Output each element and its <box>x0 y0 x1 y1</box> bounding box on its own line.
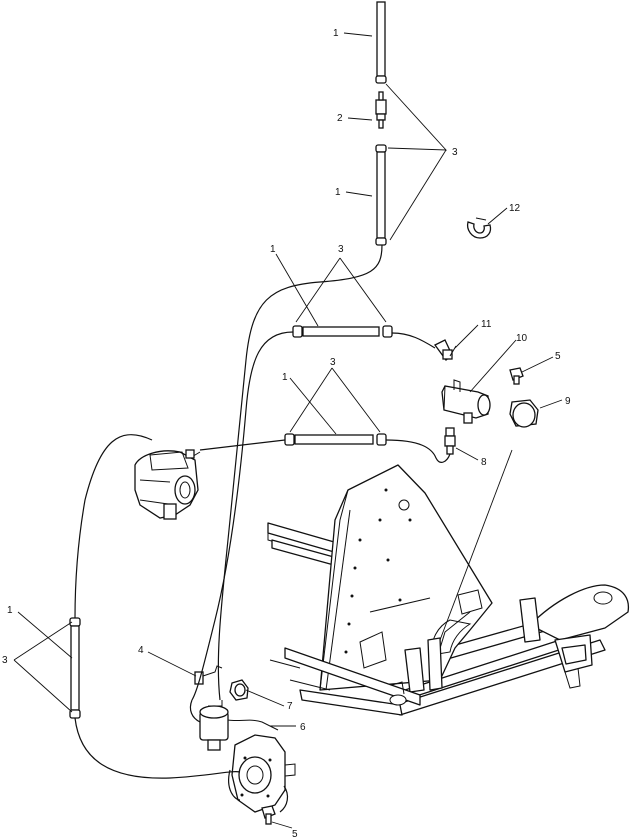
callout-11-elbow: 11 <box>481 319 492 330</box>
callout-3-top-clamps: 3 <box>452 147 458 158</box>
barb-fitting <box>444 427 456 455</box>
fuel-shutoff-6 <box>199 700 279 751</box>
hose-clamp-12 <box>466 217 492 239</box>
callout-7-bushing: 7 <box>287 701 293 712</box>
left-fuel-hose <box>69 617 81 719</box>
hose-routing <box>74 244 451 813</box>
callout-labels: 1 2 3 1 12 1 3 11 10 5 9 1 3 8 1 3 4 7 6… <box>2 28 571 839</box>
vent-hose-middle <box>376 151 386 239</box>
callout-3-upper-connector: 3 <box>338 244 344 255</box>
callout-1-top-hose: 1 <box>333 28 339 39</box>
bolt-5-lower <box>261 805 276 825</box>
bushing-7 <box>229 679 249 701</box>
callout-2-check-valve: 2 <box>337 113 343 124</box>
callout-3-left-clamps: 3 <box>2 655 8 666</box>
hose-clamp-mid <box>375 144 387 153</box>
callout-10-filter: 10 <box>516 333 528 344</box>
callout-6-shutoff: 6 <box>300 722 306 733</box>
callout-1-upper-connector: 1 <box>270 244 276 255</box>
upper-fuel-connector <box>292 325 393 338</box>
hose-clamp-top <box>375 75 387 84</box>
callout-9-cover: 9 <box>565 396 571 407</box>
vent-hose-top <box>376 1 386 77</box>
vent-line-assembly <box>375 1 387 246</box>
fuel-filter-assembly <box>441 379 491 424</box>
callout-1-lower-connector: 1 <box>282 372 288 383</box>
callout-4-valve: 4 <box>138 645 144 656</box>
elbow-fitting <box>434 339 457 361</box>
carburetor <box>134 449 201 520</box>
callout-5-upper-bolt: 5 <box>555 351 561 362</box>
callout-1-middle-hose: 1 <box>335 187 341 198</box>
check-valve <box>375 99 387 115</box>
filter-cover <box>509 399 539 428</box>
callout-3-lower-connector: 3 <box>330 357 336 368</box>
hose-clamp-lower <box>375 237 387 246</box>
callout-8-fitting: 8 <box>481 457 487 468</box>
callout-1-left-hose: 1 <box>7 605 13 616</box>
vehicle-frame <box>267 464 630 716</box>
callout-12-clamp: 12 <box>509 203 521 214</box>
fuel-pump <box>231 734 296 813</box>
callout-5-lower-bolt: 5 <box>292 829 298 839</box>
bolt-5-upper <box>509 367 524 385</box>
callout-leaders <box>13 32 563 829</box>
lower-fuel-connector <box>284 433 387 446</box>
fuel-valve-4 <box>194 665 223 685</box>
